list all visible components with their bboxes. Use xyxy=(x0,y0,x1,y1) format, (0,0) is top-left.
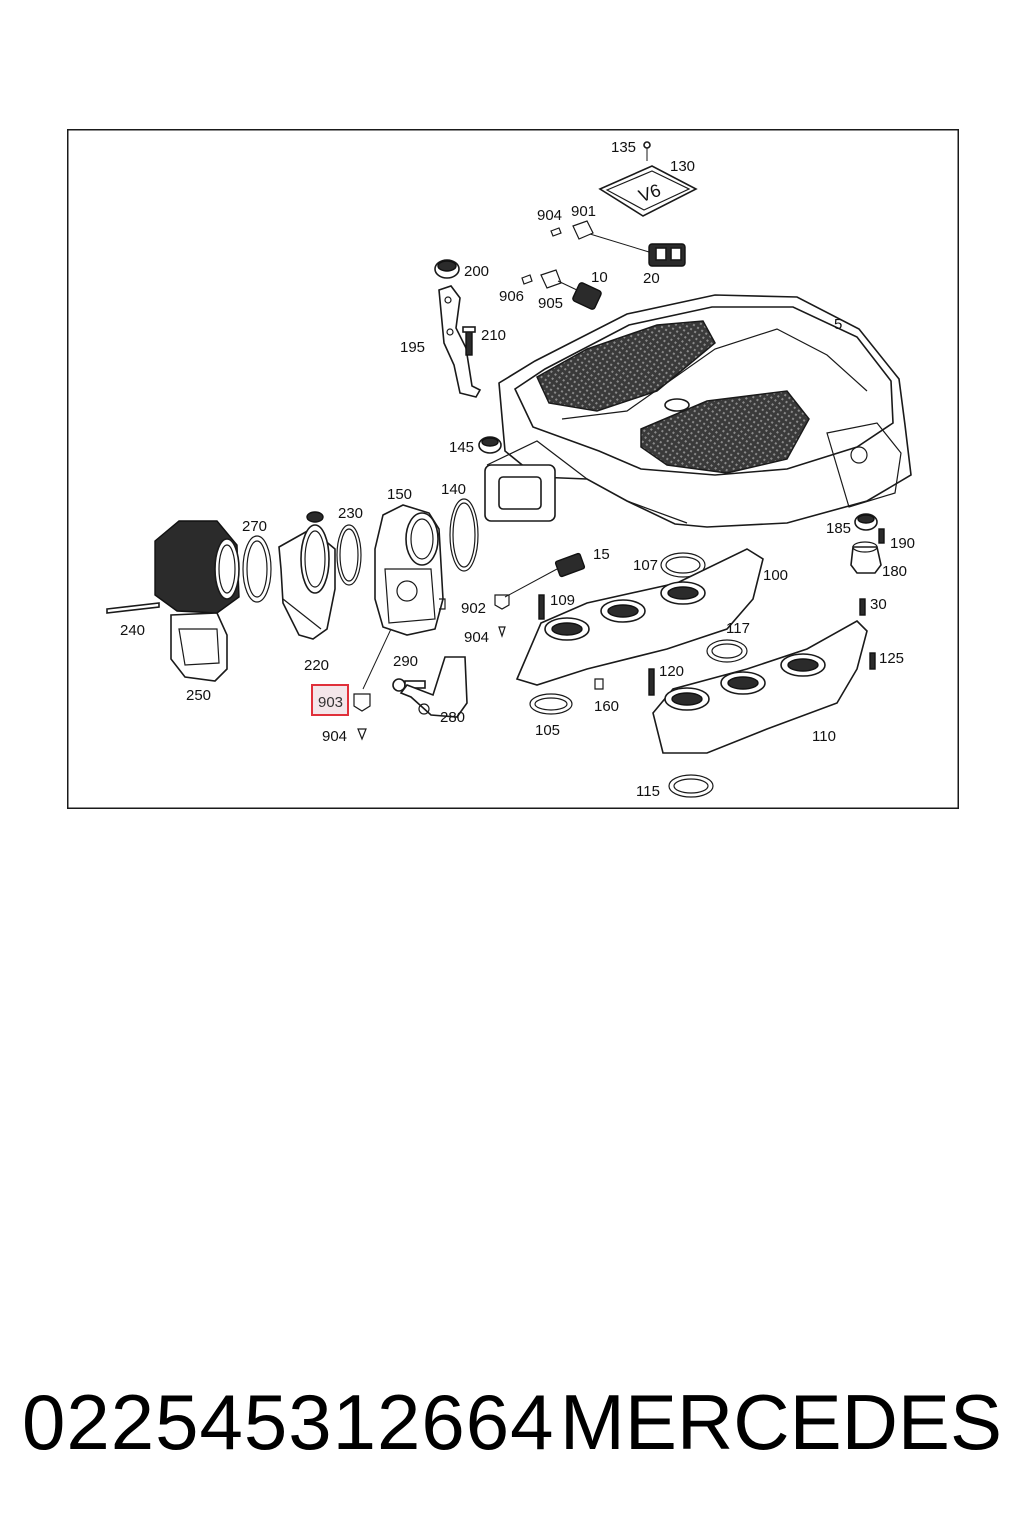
cap-145-part xyxy=(478,436,502,454)
throttle-body-150-part xyxy=(362,504,446,690)
callout-10: 10 xyxy=(591,269,608,286)
gasket-105-part xyxy=(529,693,573,715)
callout-5: 5 xyxy=(834,316,842,333)
gasket-230-part xyxy=(336,524,362,586)
callout-903: 903 xyxy=(318,694,343,711)
callout-140: 140 xyxy=(441,481,466,498)
callout-200: 200 xyxy=(464,263,489,280)
connector-15-part xyxy=(494,552,586,638)
sensor-20-part xyxy=(550,220,686,267)
callout-220: 220 xyxy=(304,657,329,674)
callout-105: 105 xyxy=(535,722,560,739)
callout-240: 240 xyxy=(120,622,145,639)
clamp-270-part xyxy=(242,535,272,603)
air-filter-250-part xyxy=(106,520,240,682)
part-number: 022545312664 xyxy=(22,1378,555,1466)
gasket-115-part xyxy=(668,774,714,798)
callout-15: 15 xyxy=(593,546,610,563)
callout-115: 115 xyxy=(636,783,660,800)
gasket-117-part xyxy=(706,639,748,663)
callout-903-highlight xyxy=(311,684,349,716)
callout-110: 110 xyxy=(812,728,836,745)
callout-904-top: 904 xyxy=(537,207,562,224)
intake-manifold-5-part xyxy=(484,294,912,528)
runner-110-part xyxy=(594,598,876,754)
callout-290: 290 xyxy=(393,653,418,670)
callout-125: 125 xyxy=(879,650,904,667)
callout-902: 902 xyxy=(461,600,486,617)
fitting-180-part xyxy=(850,513,885,574)
callout-185: 185 xyxy=(826,520,851,537)
callout-270: 270 xyxy=(242,518,267,535)
callout-250: 250 xyxy=(186,687,211,704)
callout-109: 109 xyxy=(550,592,575,609)
callout-906: 906 xyxy=(499,288,524,305)
callout-120: 120 xyxy=(659,663,684,680)
callout-901: 901 xyxy=(571,203,596,220)
footer: 022545312664 MERCEDES xyxy=(0,1372,1024,1472)
gasket-107-part xyxy=(660,552,706,578)
callout-190: 190 xyxy=(890,535,915,552)
connector-903-part xyxy=(353,693,371,741)
callout-230: 230 xyxy=(338,505,363,522)
callout-30: 30 xyxy=(870,596,887,613)
callout-labels: 135 130 904 901 20 200 906 905 10 195 21… xyxy=(120,139,915,800)
runner-100-part xyxy=(515,548,764,686)
callout-145: 145 xyxy=(449,439,474,456)
parts-diagram-svg: V6 xyxy=(67,129,959,809)
parts-diagram: V6 xyxy=(67,129,959,809)
callout-130: 130 xyxy=(670,158,695,175)
callout-210: 210 xyxy=(481,327,506,344)
callout-100: 100 xyxy=(763,567,788,584)
gasket-140-part xyxy=(449,498,479,572)
callout-117: 117 xyxy=(726,620,750,637)
callout-160: 160 xyxy=(594,698,619,715)
callout-107: 107 xyxy=(633,557,658,574)
callout-150: 150 xyxy=(387,486,412,503)
callout-135: 135 xyxy=(611,139,636,156)
callout-20: 20 xyxy=(643,270,660,287)
callout-904-bottom: 904 xyxy=(322,728,347,745)
callout-180: 180 xyxy=(882,563,907,580)
duct-220-part xyxy=(278,511,336,640)
brand-name: MERCEDES xyxy=(559,1378,1002,1466)
bracket-195-part xyxy=(434,259,482,398)
callout-195: 195 xyxy=(400,339,425,356)
callout-905: 905 xyxy=(538,295,563,312)
bracket-280-part xyxy=(392,656,468,718)
callout-904-mid: 904 xyxy=(464,629,489,646)
engine-cover-part: V6 xyxy=(598,141,698,217)
callout-280: 280 xyxy=(440,709,465,726)
sensor-10-part xyxy=(521,269,602,310)
